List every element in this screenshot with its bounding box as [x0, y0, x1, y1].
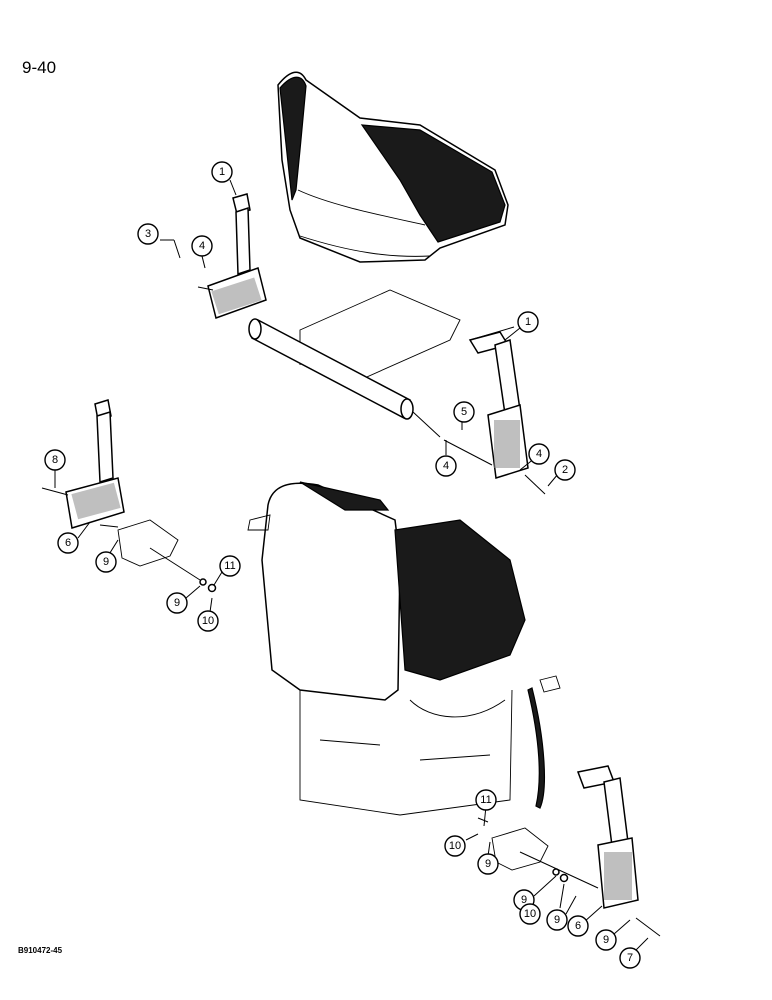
svg-text:10: 10 [449, 840, 461, 852]
svg-text:1: 1 [219, 166, 225, 178]
seatbelt-upper-right [443, 326, 546, 495]
bracket-middle-left [117, 519, 217, 593]
svg-text:6: 6 [575, 920, 581, 932]
callout-leaders [54, 179, 649, 951]
svg-text:9: 9 [174, 597, 180, 609]
svg-text:10: 10 [524, 908, 536, 920]
callout-4-right-a: 4 [435, 455, 457, 477]
svg-text:10: 10 [202, 615, 214, 627]
svg-text:11: 11 [480, 794, 491, 806]
svg-text:11: 11 [224, 560, 235, 572]
page-number: 9-40 [22, 58, 57, 77]
callout-10-lower-a: 10 [444, 835, 466, 857]
callout-4-upper-left: 4 [191, 235, 213, 257]
callout-5: 5 [453, 401, 475, 423]
callout-9-lower-d: 9 [595, 929, 617, 951]
figure-code: B910472-45 [18, 946, 63, 955]
seatbelt-upper-left [173, 193, 267, 319]
callout-9-lower-c: 9 [546, 909, 568, 931]
callout-6-lower-right: 6 [567, 915, 589, 937]
callout-6-left: 6 [57, 532, 79, 554]
callout-7: 7 [619, 947, 641, 969]
svg-text:2: 2 [562, 464, 568, 476]
svg-text:9: 9 [103, 556, 109, 568]
callout-9-left-a: 9 [95, 551, 117, 573]
callout-10-left: 10 [197, 610, 219, 632]
lower-seat [247, 481, 561, 816]
callout-balloons: 1 1 2 3 4 4 4 5 6 6 7 8 9 9 9 9 9 9 10 1… [44, 161, 641, 969]
svg-text:9: 9 [554, 914, 560, 926]
callout-3: 3 [137, 223, 159, 245]
svg-text:9: 9 [521, 894, 527, 906]
svg-text:9: 9 [485, 858, 491, 870]
callout-11-lower: 11 [475, 789, 497, 811]
svg-text:6: 6 [65, 537, 71, 549]
svg-text:7: 7 [627, 952, 633, 964]
callout-8: 8 [44, 449, 66, 471]
svg-text:9: 9 [603, 934, 609, 946]
callout-9-lower-a: 9 [477, 853, 499, 875]
upper-seat-frame [248, 289, 461, 438]
callout-1-upper-right: 1 [517, 311, 539, 333]
svg-text:5: 5 [461, 406, 467, 418]
svg-text:4: 4 [443, 460, 449, 472]
upper-seat-cushion [277, 71, 509, 263]
callout-4-right-b: 4 [528, 443, 550, 465]
svg-text:4: 4 [199, 240, 205, 252]
callout-10-lower-b: 10 [519, 903, 541, 925]
svg-text:3: 3 [145, 228, 151, 240]
seatbelt-lower-right [576, 765, 639, 909]
svg-text:4: 4 [536, 448, 542, 460]
seatbelt-middle-left [41, 399, 125, 529]
callout-2: 2 [554, 459, 576, 481]
callout-9-left-b: 9 [166, 592, 188, 614]
callout-1-upper-left: 1 [211, 161, 233, 183]
svg-text:1: 1 [525, 316, 531, 328]
svg-text:8: 8 [52, 454, 58, 466]
callout-11-left: 11 [219, 555, 241, 577]
